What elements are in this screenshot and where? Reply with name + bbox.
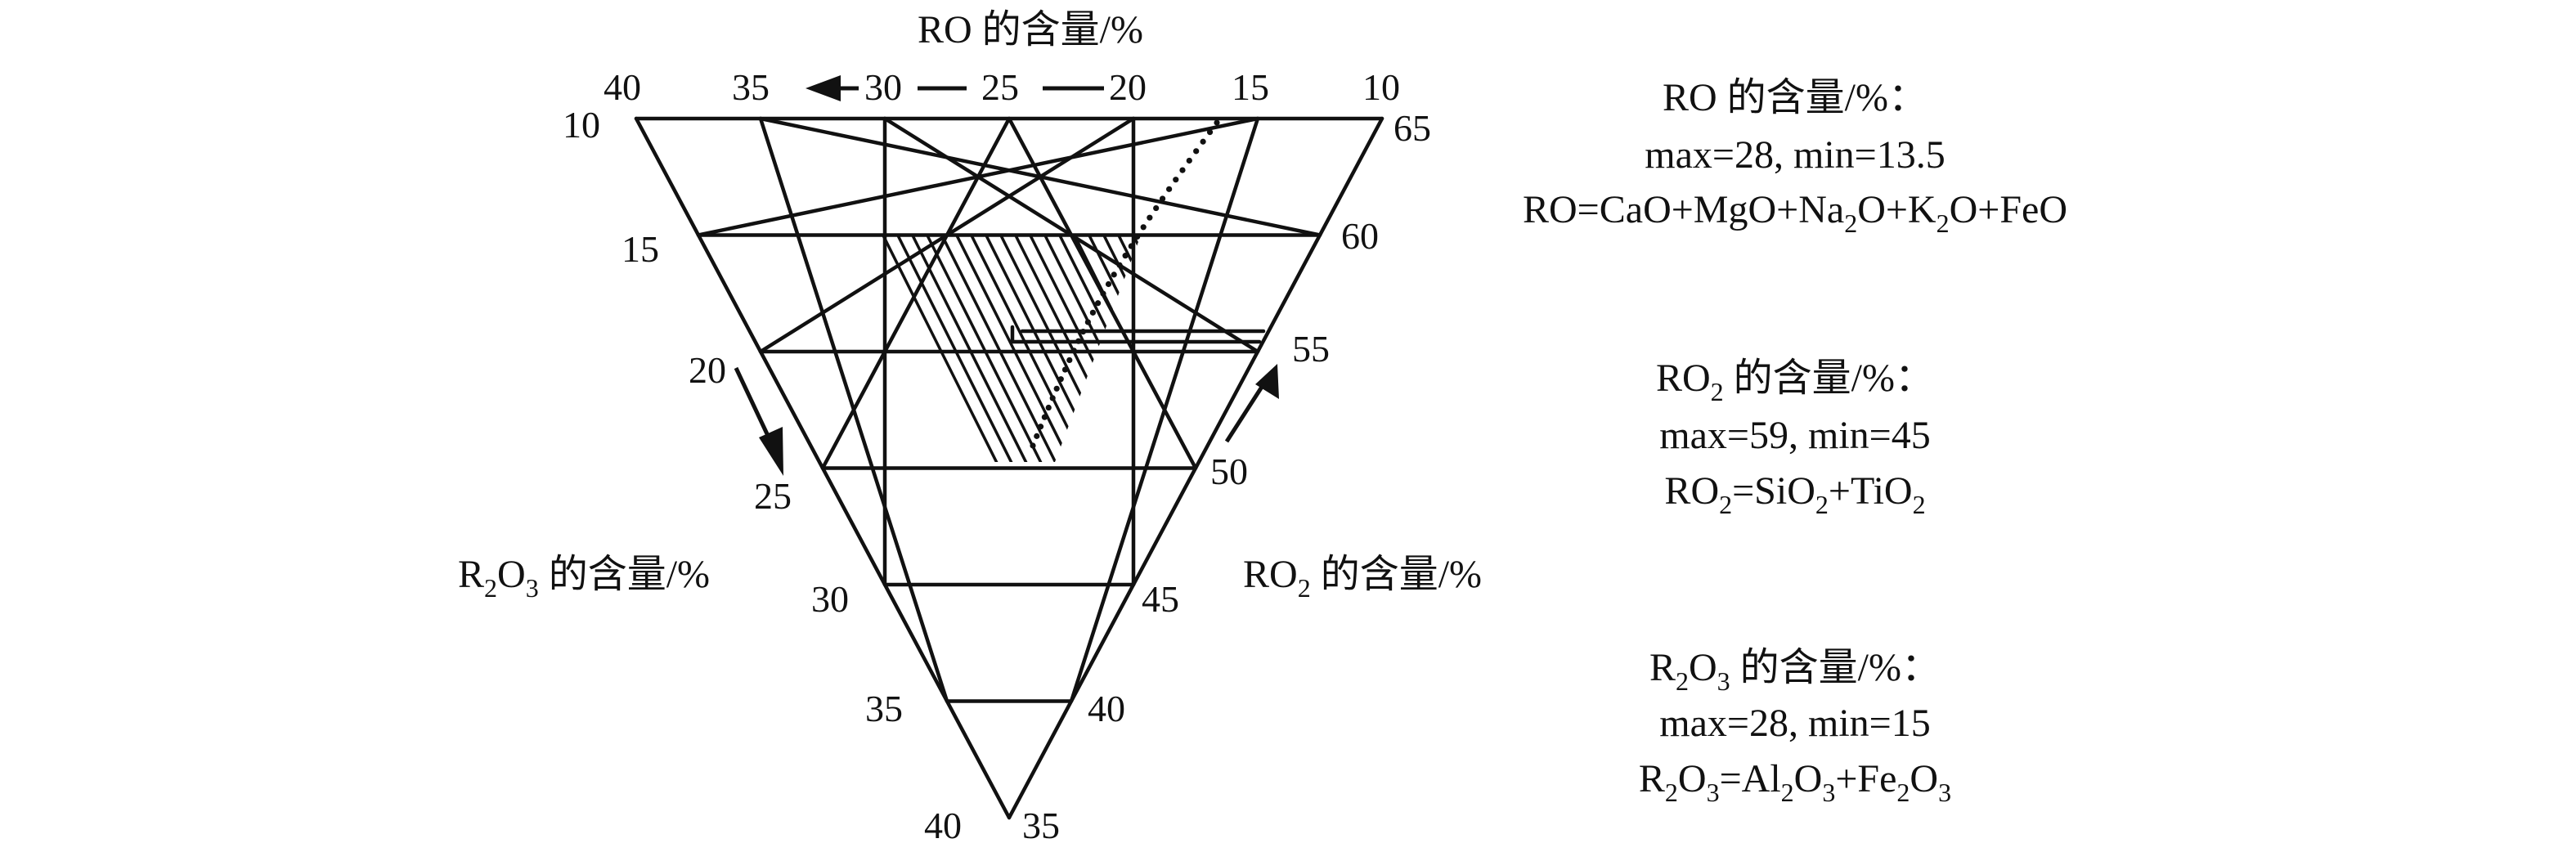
ro2-direction-arrowhead	[1255, 364, 1279, 399]
ro2-tick-45: 45	[1142, 578, 1179, 620]
r2o3-arrow-shaft	[734, 366, 771, 439]
note-ro-range: max=28, min=13.5	[1645, 133, 1945, 177]
ternary-grid	[634, 116, 1384, 820]
ro2-tick-60: 60	[1341, 215, 1379, 257]
boundary-dot	[1066, 357, 1073, 364]
boundary-dot	[1100, 290, 1106, 297]
boundary-dot	[1166, 186, 1173, 192]
boundary-dot	[1159, 195, 1166, 202]
note-r2o3-formula: R2O3=Al2O3+Fe2O3	[1639, 757, 1951, 807]
hatch-line	[893, 235, 1019, 462]
ro2-tick-55: 55	[1292, 328, 1330, 370]
boundary-dot	[1041, 414, 1048, 420]
ro-tick-10: 10	[1362, 66, 1400, 108]
boundary-dot	[1134, 233, 1141, 240]
boundary-dot	[1089, 309, 1097, 316]
boundary-dot	[1037, 424, 1044, 430]
ro2-tick-35: 35	[1022, 805, 1060, 846]
boundary-dot	[1122, 253, 1129, 259]
boundary-dot	[1186, 157, 1192, 164]
boundary-dot	[1075, 338, 1082, 344]
ro-axis-title: RO 的含量/%	[918, 8, 1143, 52]
ro-direction-arrowhead	[806, 75, 841, 101]
ro2-tick-40: 40	[1088, 688, 1125, 729]
note-ro-title: RO 的含量/%：	[1663, 76, 1928, 119]
boundary-dot	[1045, 404, 1052, 411]
boundary-dot	[1061, 366, 1069, 373]
boundary-dot	[1128, 243, 1134, 249]
r2o3-axis-title: R2O3 的含量/%	[458, 553, 710, 603]
boundary-dot	[1070, 348, 1077, 354]
r2o3-tick-15: 15	[622, 228, 659, 270]
boundary-dot	[1079, 328, 1087, 335]
boundary-dot	[1173, 177, 1179, 183]
dotted-boundary-curve	[1030, 119, 1220, 449]
ro-tick-35: 35	[732, 66, 770, 108]
hatch-line	[878, 235, 1004, 462]
r2o3-tick-35: 35	[865, 688, 903, 729]
grid-line-rising	[1069, 116, 1260, 703]
boundary-dot	[1105, 280, 1112, 288]
region-boundary-vertical-edge	[1010, 325, 1262, 344]
boundary-dot	[1111, 271, 1117, 278]
hatch-line	[922, 235, 1048, 462]
boundary-dot	[1116, 262, 1123, 268]
boundary-dot	[1030, 442, 1036, 449]
r2o3-tick-40: 40	[924, 805, 962, 846]
ro2-arrow-shaft	[1224, 383, 1266, 443]
hatch-line	[908, 235, 1034, 462]
boundary-dot	[1147, 214, 1153, 221]
boundary-dot	[1193, 148, 1200, 155]
ro-tick-40: 40	[604, 66, 641, 108]
boundary-dot	[1214, 119, 1220, 126]
ro2-tick-50: 50	[1210, 451, 1248, 492]
r2o3-tick-10: 10	[563, 104, 600, 146]
ro2-axis-title: RO2 的含量/%	[1243, 553, 1482, 603]
r2o3-tick-25: 25	[754, 475, 792, 517]
boundary-dot	[1179, 167, 1186, 173]
hatch-line	[1084, 235, 1141, 462]
boundary-dot	[1053, 385, 1060, 392]
hatch-line	[1099, 235, 1141, 462]
boundary-dot	[1200, 138, 1206, 145]
ro2-tick-65: 65	[1393, 107, 1431, 149]
ro-tick-25: 25	[981, 66, 1019, 108]
note-r2o3-range: max=28, min=15	[1659, 702, 1930, 745]
note-r2o3-title: R2O3 的含量/%：	[1649, 646, 1941, 696]
boundary-dot	[1034, 433, 1040, 439]
ro-tick-15: 15	[1232, 66, 1269, 108]
note-ro2-formula: RO2=SiO2+TiO2	[1664, 469, 1925, 519]
note-ro2-title: RO2 的含量/%：	[1656, 357, 1934, 406]
boundary-dot	[1049, 395, 1056, 401]
r2o3-tick-30: 30	[811, 578, 849, 620]
boundary-dot	[1095, 300, 1102, 307]
hatch-line	[952, 235, 1078, 462]
ro-tick-30: 30	[864, 66, 902, 108]
r2o3-direction-arrowhead	[759, 427, 783, 476]
boundary-dot	[1084, 319, 1091, 325]
grid-line-falling	[696, 116, 1260, 237]
boundary-dot	[1153, 204, 1160, 212]
hatch-line	[937, 235, 1063, 462]
ro-tick-20: 20	[1109, 66, 1147, 108]
boundary-dot	[1057, 376, 1064, 383]
boundary-dot	[1140, 224, 1147, 231]
boundary-dot	[1206, 129, 1214, 136]
r2o3-tick-20: 20	[689, 349, 726, 391]
note-ro-formula: RO=CaO+MgO+Na2O+K2O+FeO	[1523, 188, 2067, 238]
note-ro2-range: max=59, min=45	[1659, 414, 1930, 457]
